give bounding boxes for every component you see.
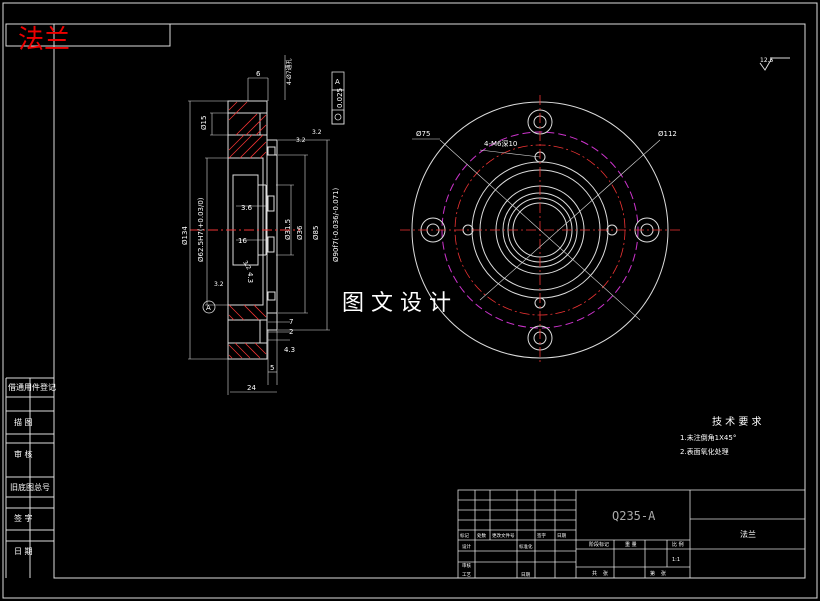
dim-tol: 0.025 <box>336 88 344 108</box>
dim-3-6: 3.6 <box>241 204 253 212</box>
concentricity-icon <box>334 113 342 121</box>
rough-b: 3.2 <box>312 129 322 136</box>
watermark: 图 文 设 计 <box>342 291 451 316</box>
tb-r1c2: 标准化 <box>519 543 533 550</box>
rough-d: 3.2 <box>214 281 224 288</box>
dim-6: 6 <box>256 70 261 78</box>
dim-134: Ø134 <box>181 226 189 245</box>
datum-a-label: A <box>206 304 211 312</box>
tb-r3c0: 工艺 <box>462 572 471 578</box>
dim-holes: 4-Ø7通孔 <box>285 58 293 85</box>
dim-625: Ø62.5H7(+0.03/0) <box>197 197 205 262</box>
tech-req-heading: 技 术 要 求 <box>712 415 762 428</box>
side-label-4: 签 字 <box>14 513 33 523</box>
tb-r3c2: 日期 <box>521 572 530 578</box>
dim-m6: 4-M6深10 <box>484 139 517 148</box>
dim-angle-4-3: 4.3 <box>246 272 254 283</box>
tb-r0c1: 处数 <box>477 532 486 539</box>
weight-label: 重 量 <box>625 541 637 548</box>
dim-90: Ø90f7(-0.036/-0.071) <box>332 187 340 262</box>
dim-datum: A <box>335 78 340 86</box>
side-panel <box>5 377 54 578</box>
dim-16: 16 <box>238 237 247 245</box>
dim-2: 2 <box>289 328 293 336</box>
side-label-0: 借通用件登记 <box>8 382 56 392</box>
dim-36: Ø36 <box>296 225 304 240</box>
tech-req-item-1: 1.未注倒角1X45° <box>680 433 736 442</box>
dim-85: Ø85 <box>312 226 320 240</box>
dim-7: 7 <box>289 318 293 326</box>
sheet-label-2: 张 <box>661 570 666 577</box>
tb-r2c0: 审核 <box>462 562 471 569</box>
scale-value: 1:1 <box>672 557 680 563</box>
side-label-1: 描 图 <box>14 417 33 427</box>
dim-31-5: Ø31.5 <box>284 219 292 240</box>
side-label-3: 旧底图总号 <box>10 482 50 492</box>
rough-c: 3.2 <box>241 260 252 272</box>
part-name: 法兰 <box>740 529 756 539</box>
dim-5: 5 <box>270 364 274 372</box>
section-dimension-lines <box>188 55 330 395</box>
tb-r0c3: 签字 <box>537 532 546 539</box>
roughness-symbol <box>759 57 790 71</box>
roughness-value: 12.5 <box>760 57 774 64</box>
scale-label: 比 例 <box>672 541 684 548</box>
red-title: 法兰 <box>18 25 70 55</box>
inner-border <box>53 23 806 579</box>
side-label-2: 审 核 <box>14 449 33 459</box>
tb-r0c4: 日期 <box>557 533 566 539</box>
dim-24: 24 <box>247 384 256 392</box>
stage-label: 阶段标记 <box>589 541 609 548</box>
concentricity-cell <box>331 109 345 125</box>
sheet-no-label: 第 <box>650 570 655 577</box>
datum-a-icon <box>202 300 216 314</box>
side-label-5: 日 期 <box>14 547 33 556</box>
dim-15: Ø15 <box>200 116 208 130</box>
count-label: 共 <box>592 570 597 577</box>
tb-r1c0: 设计 <box>462 543 471 550</box>
material-label: Q235-A <box>612 509 656 523</box>
dim-75: Ø75 <box>416 130 430 138</box>
code-box <box>5 23 171 47</box>
dim-112: Ø112 <box>658 130 677 138</box>
tech-req-item-2: 2.表面氧化处理 <box>680 447 729 456</box>
tb-r0c2: 更改文件号 <box>492 532 515 539</box>
tb-r0c0: 标记 <box>460 532 469 539</box>
dim-4-3: 4.3 <box>284 346 295 354</box>
rough-a: 3.2 <box>296 137 306 144</box>
title-block <box>457 489 806 579</box>
sheet-label-1: 张 <box>603 570 608 577</box>
section-hatch <box>228 101 267 359</box>
front-leaders <box>412 138 661 321</box>
